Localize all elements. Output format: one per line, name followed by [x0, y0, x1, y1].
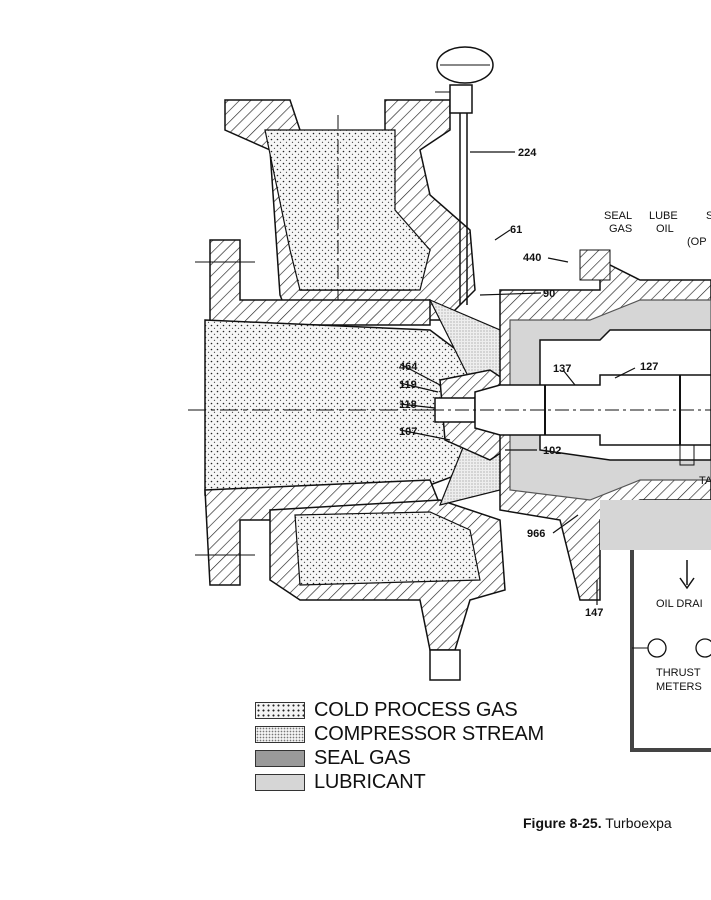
figure-number: Figure 8-25. — [523, 815, 602, 831]
part-61: 61 — [510, 224, 522, 236]
thrust-meters-label: METERS — [656, 681, 702, 693]
lube-oil-label: OIL — [656, 223, 674, 235]
compressor-stream-swatch — [255, 725, 305, 743]
outlet-casing — [269, 499, 506, 681]
figure-caption-text: Turboexpa — [601, 815, 672, 831]
part-147: 147 — [585, 607, 603, 619]
partial-label: TA — [699, 475, 711, 487]
legend-item-lubricant: LUBRICANT — [255, 770, 544, 794]
part-90: 90 — [543, 288, 555, 300]
part-224: 224 — [518, 147, 537, 159]
leader-lines — [399, 151, 636, 605]
legend-label: COMPRESSOR STREAM — [314, 722, 544, 745]
oil-drain-label: OIL DRAI — [656, 598, 703, 610]
part-127: 127 — [640, 361, 658, 373]
part-labels: 224 61 440 90 464 119 118 107 102 137 12… — [399, 147, 658, 619]
lubricant-swatch — [255, 773, 305, 791]
part-464: 464 — [399, 361, 418, 373]
part-102: 102 — [543, 445, 561, 457]
partial-label: (OP — [687, 236, 707, 248]
thrust-meters-label: THRUST — [656, 667, 701, 679]
lube-oil-label: LUBE — [649, 210, 678, 222]
part-440: 440 — [523, 252, 541, 264]
part-107: 107 — [399, 426, 417, 438]
legend: COLD PROCESS GAS COMPRESSOR STREAM SEAL … — [255, 698, 544, 794]
seal-gas-swatch — [255, 749, 305, 767]
legend-item-compressor-stream: COMPRESSOR STREAM — [255, 722, 544, 746]
part-119: 119 — [399, 379, 417, 391]
figure-caption: Figure 8-25. Turboexpa — [523, 815, 672, 831]
flow-labels: SEAL GAS LUBE OIL S (OP TA OIL DRAI THRU… — [604, 210, 711, 693]
inlet-casing — [224, 99, 476, 321]
part-137: 137 — [553, 363, 571, 375]
thrust-meter-gauge — [647, 638, 667, 658]
legend-item-seal-gas: SEAL GAS — [255, 746, 544, 770]
oil-system — [600, 500, 711, 752]
shaft — [430, 374, 711, 446]
legend-label: SEAL GAS — [314, 746, 411, 769]
part-118: 118 — [399, 399, 417, 411]
legend-label: LUBRICANT — [314, 770, 426, 793]
seal-gas-label: GAS — [609, 223, 632, 235]
part-966: 966 — [527, 528, 545, 540]
cold-process-gas-swatch — [255, 701, 305, 719]
legend-label: COLD PROCESS GAS — [314, 698, 518, 721]
legend-item-cold-process-gas: COLD PROCESS GAS — [255, 698, 544, 722]
actuator-valve — [435, 46, 494, 305]
seal-gas-label: SEAL — [604, 210, 632, 222]
partial-label: S — [706, 210, 711, 222]
thrust-meter-gauge — [695, 638, 711, 658]
